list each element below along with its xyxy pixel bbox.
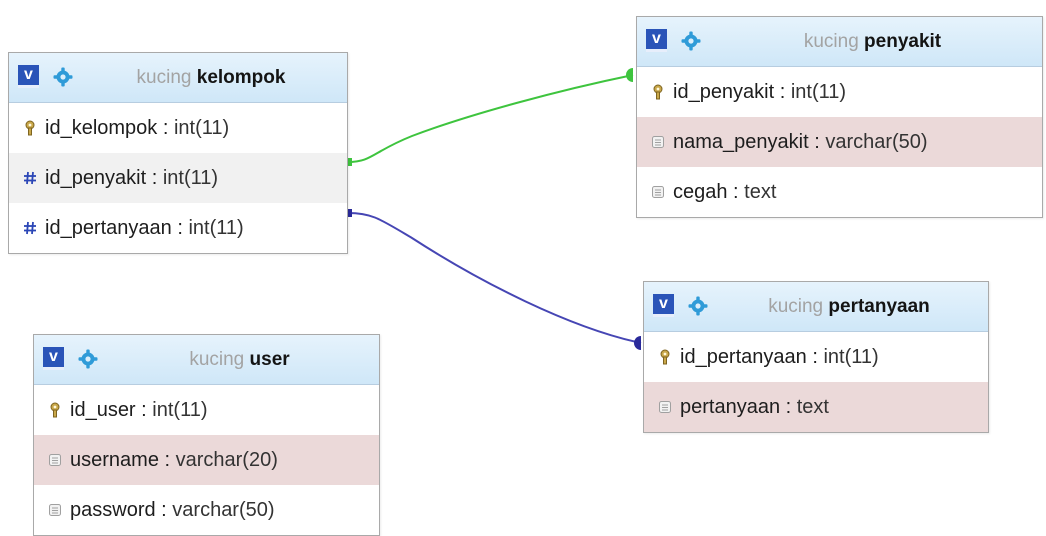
table-header[interactable]: v kucing penyakit (637, 17, 1042, 67)
table-name: penyakit (864, 31, 942, 52)
table-header[interactable]: v kucing user (34, 335, 379, 385)
column-separator: : (171, 217, 189, 239)
relation-line-kelompok-pertanyaan (347, 212, 642, 344)
column-separator: : (806, 346, 824, 368)
relation-anchor-dot (626, 68, 633, 82)
column-name: id_pertanyaan (680, 346, 807, 368)
column-name: password (70, 499, 156, 521)
column-row-id_pertanyaan[interactable]: id_pertanyaan : int(11) (9, 203, 347, 253)
column-name: id_user (70, 399, 136, 421)
column-icon (652, 186, 664, 198)
gear-icon[interactable] (53, 67, 73, 87)
table-name: kelompok (196, 67, 286, 88)
table-kelompok[interactable]: v kucing kelompok id_kelompok : int(11) … (8, 52, 348, 254)
column-separator: : (135, 399, 153, 421)
key-icon (660, 349, 670, 365)
table-penyakit[interactable]: v kucing penyakit id_penyakit : int(11) … (636, 16, 1043, 218)
column-separator: : (727, 181, 745, 203)
gear-icon[interactable] (681, 31, 701, 51)
table-name: user (249, 349, 290, 370)
column-name: id_penyakit (45, 167, 147, 189)
column-name: id_penyakit (673, 81, 775, 103)
column-separator: : (774, 81, 791, 103)
column-separator: : (155, 499, 173, 521)
column-row-id_kelompok[interactable]: id_kelompok : int(11) (9, 103, 347, 153)
collapse-toggle-icon[interactable]: v (653, 294, 674, 317)
column-type: int(11) (162, 167, 219, 189)
column-icon (659, 401, 671, 413)
column-row-pertanyaan[interactable]: pertanyaan : text (644, 382, 988, 432)
column-separator: : (146, 167, 163, 189)
column-row-password[interactable]: password : varchar(50) (34, 485, 379, 535)
gear-icon[interactable] (688, 296, 708, 316)
database-name: kucing (136, 67, 192, 88)
hash-icon (24, 171, 36, 185)
table-user[interactable]: v kucing user id_user : int(11) username… (33, 334, 380, 536)
table-pertanyaan[interactable]: v kucing pertanyaan id_pertanyaan : int(… (643, 281, 989, 433)
column-row-nama_penyakit[interactable]: nama_penyakit : varchar(50) (637, 117, 1042, 167)
table-header[interactable]: v kucing kelompok (9, 53, 347, 103)
column-row-username[interactable]: username : varchar(20) (34, 435, 379, 485)
column-type: int(11) (152, 399, 208, 421)
key-icon (653, 84, 663, 100)
collapse-toggle-icon[interactable]: v (43, 347, 64, 370)
column-icon (652, 136, 664, 148)
table-name: pertanyaan (828, 296, 930, 317)
table-title: kucing user (106, 335, 373, 385)
table-title: kucing kelompok (81, 53, 341, 103)
gear-icon[interactable] (78, 349, 98, 369)
column-name: pertanyaan (680, 396, 781, 418)
column-separator: : (808, 131, 826, 153)
key-icon (25, 120, 35, 136)
database-name: kucing (768, 296, 824, 317)
column-name: id_kelompok (45, 117, 158, 139)
collapse-toggle-icon[interactable]: v (646, 29, 667, 52)
column-type: int(11) (188, 217, 244, 239)
column-separator: : (780, 396, 797, 418)
column-name: username (70, 449, 159, 471)
collapse-toggle-icon[interactable]: v (18, 65, 39, 88)
column-row-id_pertanyaan[interactable]: id_pertanyaan : int(11) (644, 332, 988, 382)
column-separator: : (158, 449, 176, 471)
table-header[interactable]: v kucing pertanyaan (644, 282, 988, 332)
column-type: int(11) (173, 117, 230, 139)
database-name: kucing (803, 31, 859, 52)
column-name: cegah (673, 181, 728, 203)
column-type: text (744, 181, 777, 203)
column-row-id_penyakit[interactable]: id_penyakit : int(11) (9, 153, 347, 203)
table-title: kucing pertanyaan (716, 282, 982, 332)
column-type: varchar(50) (825, 131, 928, 153)
column-row-id_penyakit[interactable]: id_penyakit : int(11) (637, 67, 1042, 117)
column-type: int(11) (790, 81, 847, 103)
column-type: text (796, 396, 829, 418)
relation-line-kelompok-penyakit (347, 74, 634, 163)
column-type: varchar(50) (172, 499, 275, 521)
column-name: nama_penyakit (673, 131, 809, 153)
key-icon (50, 402, 60, 418)
relation-anchor-dot (634, 336, 641, 350)
column-row-id_user[interactable]: id_user : int(11) (34, 385, 379, 435)
column-type: int(11) (823, 346, 879, 368)
database-name: kucing (189, 349, 245, 370)
column-type: varchar(20) (175, 449, 278, 471)
column-icon (49, 454, 61, 466)
table-title: kucing penyakit (709, 17, 1036, 67)
column-row-cegah[interactable]: cegah : text (637, 167, 1042, 217)
column-separator: : (157, 117, 174, 139)
column-name: id_pertanyaan (45, 217, 172, 239)
column-icon (49, 504, 61, 516)
hash-icon (24, 221, 36, 235)
